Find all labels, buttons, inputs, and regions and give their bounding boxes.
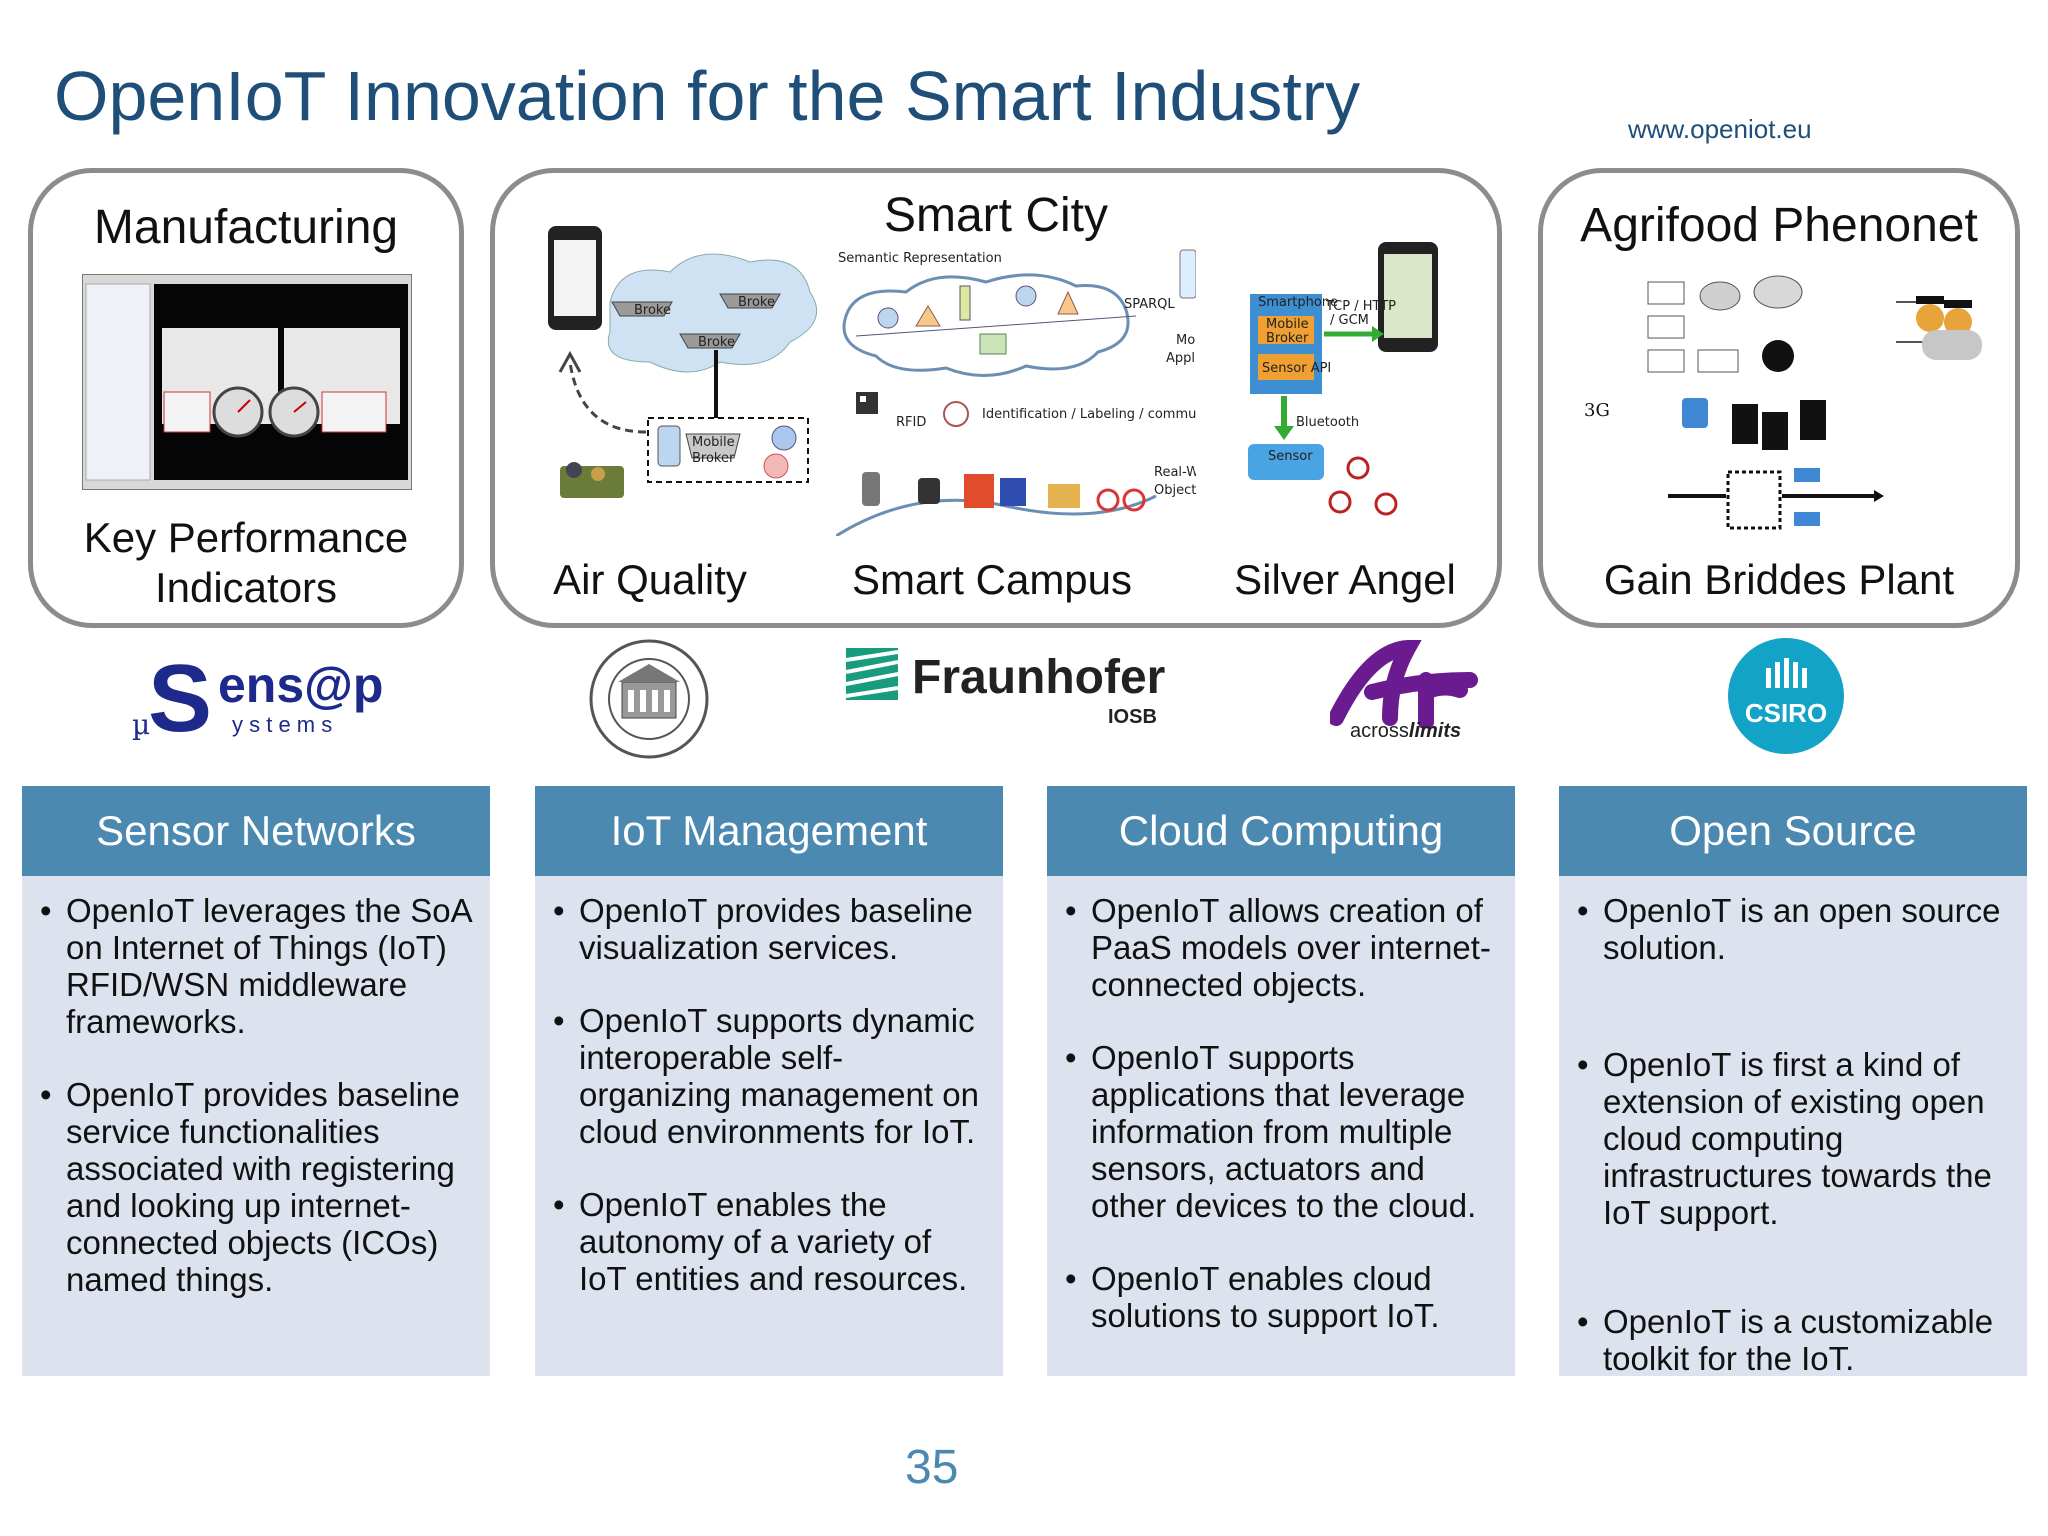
fraunhofer-main: Fraunhofer [912, 651, 1166, 704]
column-body-iot-management: OpenIoT provides baseline visualization … [535, 876, 1003, 1376]
csiro-logo: CSIRO [1728, 638, 1844, 754]
real-world-label-2: Objects [1154, 483, 1196, 498]
university-zagreb-seal [589, 639, 709, 759]
column-heading-open-source: Open Source [1559, 786, 2027, 876]
silver-angel-diagram: Smartphone Mobile Broker Sensor API TCP … [1248, 242, 1438, 516]
list-item: OpenIoT leverages the SoA on Internet of… [40, 892, 472, 1040]
column-heading-iot-management: IoT Management [535, 786, 1003, 876]
sparql-label: SPARQL [1124, 297, 1175, 312]
website-url[interactable]: www.openiot.eu [1628, 114, 1812, 144]
list-item: OpenIoT enables the autonomy of a variet… [553, 1186, 985, 1297]
csiro-text: CSIRO [1744, 698, 1828, 728]
list-item: OpenIoT is a customizable toolkit for th… [1577, 1303, 2009, 1377]
list-item: OpenIoT enables cloud solutions to suppo… [1065, 1260, 1497, 1334]
acrosslimits-em: limits [1408, 720, 1462, 742]
acrosslimits-mark-icon [1330, 640, 1478, 728]
column-body-open-source: OpenIoT is an open source solution. Open… [1559, 876, 2027, 1377]
mobile-apps-label-1: Mobile [1176, 333, 1196, 348]
list-item: OpenIoT is first a kind of extension of … [1577, 1046, 2009, 1231]
silver-angel-caption: Silver Angel [1234, 556, 1456, 603]
mobile-broker-sa-label-2: Broker [1266, 331, 1309, 346]
phenonet-architecture-diagram: 3G [1584, 275, 1982, 530]
acrosslimits-text: acrosslimits [1350, 720, 1461, 743]
kpi-caption-line2: Indicators [154, 564, 338, 611]
bluetooth-label: Bluetooth [1296, 415, 1359, 430]
column-body-sensor-networks: OpenIoT leverages the SoA on Internet of… [22, 876, 490, 1376]
mobile-broker-sa-label-1: Mobile [1266, 317, 1309, 332]
sensap-mu: µ [132, 708, 151, 741]
rfid-label: RFID [896, 415, 926, 430]
acrosslimits-logo: acrosslimits [1330, 640, 1490, 750]
list-item: OpenIoT is an open source solution. [1577, 892, 2009, 966]
mobile-broker-label-1: Mobile [692, 435, 735, 450]
sensor-api-label: Sensor API [1262, 361, 1331, 376]
mobile-broker-label-2: Broker [692, 451, 735, 466]
semantic-label: Semantic Representation [838, 251, 1002, 266]
smartphone-label: Smartphone [1258, 295, 1338, 310]
list-item: OpenIoT provides baseline service functi… [40, 1076, 472, 1298]
air-quality-caption: Air Quality [553, 556, 747, 603]
fraunhofer-logo: Fraunhofer IOSB [846, 646, 1176, 736]
agrifood-title: Agrifood Phenonet [1580, 199, 1978, 252]
sensap-logo: µ S ens@p y s t e m s [128, 645, 428, 756]
broker-label-2: Broke [738, 295, 775, 310]
list-item: OpenIoT supports applications that lever… [1065, 1039, 1497, 1224]
real-world-label-1: Real-World [1154, 465, 1196, 480]
kpi-caption-line1: Key Performance [83, 514, 409, 561]
gain-briddes-caption: Gain Briddes Plant [1603, 556, 1955, 603]
fraunhofer-sub: IOSB [1108, 706, 1157, 728]
smart-campus-caption: Smart Campus [851, 556, 1133, 603]
page-number: 35 [905, 1441, 959, 1494]
identification-label: Identification / Labeling / communicatio… [982, 407, 1196, 422]
column-heading-sensor-networks: Sensor Networks [22, 786, 490, 876]
slide-title: OpenIoT Innovation for the Smart Industr… [54, 57, 1361, 135]
sensap-s: S [148, 645, 213, 752]
list-item: OpenIoT allows creation of PaaS models o… [1065, 892, 1497, 1003]
fraunhofer-mark-icon [846, 648, 898, 700]
broker-label-3: Broke [698, 335, 735, 350]
tcp-label: TCP / HTTP [1325, 299, 1396, 314]
smart-city-panel [490, 168, 1502, 628]
gcm-label: / GCM [1330, 313, 1369, 328]
agrifood-panel [1538, 168, 2020, 628]
list-item: OpenIoT provides baseline visualization … [553, 892, 985, 966]
sensap-sub: y s t e m s [232, 712, 333, 737]
smart-city-title: Smart City [883, 189, 1108, 242]
mobile-apps-label-2: Applications [1166, 351, 1196, 366]
label-3g: 3G [1584, 400, 1610, 421]
sensor-label: Sensor [1268, 449, 1313, 464]
csiro-bars-icon [1766, 658, 1807, 688]
column-body-cloud-computing: OpenIoT allows creation of PaaS models o… [1047, 876, 1515, 1376]
sensap-main: ens@p [218, 657, 384, 713]
list-item: OpenIoT supports dynamic interoperable s… [553, 1002, 985, 1150]
air-quality-diagram: Broke Broke Broke Mobile Broker [548, 226, 818, 498]
smart-campus-diagram: Semantic Representation SPARQL Mobile Ap… [836, 249, 1196, 536]
kpi-dashboard-image [82, 274, 412, 490]
broker-label-1: Broke [634, 303, 671, 318]
column-heading-cloud-computing: Cloud Computing [1047, 786, 1515, 876]
acrosslimits-word: across [1350, 720, 1409, 742]
manufacturing-title: Manufacturing [93, 201, 399, 254]
